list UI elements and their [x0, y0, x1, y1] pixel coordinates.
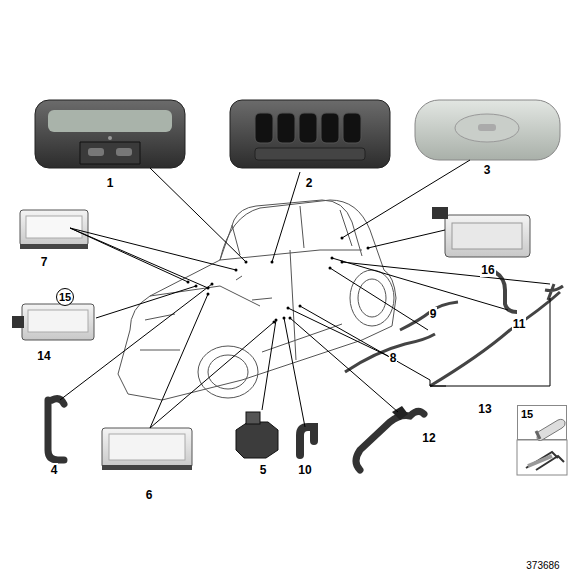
roof-lamp-3: [415, 100, 560, 160]
leader-lines: [60, 160, 550, 428]
callout-number: 13: [477, 402, 492, 416]
roof-console-1: [35, 100, 185, 168]
callout-number: 8: [389, 351, 398, 365]
callout-number: 5: [259, 463, 268, 477]
cable-11: [495, 272, 517, 312]
inset-box: 15: [517, 405, 567, 440]
switch-5: [236, 412, 278, 458]
lamp-14: [12, 304, 94, 340]
figure-number: 373686: [525, 559, 560, 573]
callout-number: 4: [50, 463, 59, 477]
callout-number: 1: [106, 176, 115, 190]
cable-13: [430, 284, 563, 386]
cable-12: [356, 411, 424, 470]
hose-10: [300, 427, 314, 455]
callout-number: 14: [36, 349, 51, 363]
callout-number: 3: [483, 163, 492, 177]
callout-number: 15: [521, 408, 533, 421]
callout-number: 16: [480, 263, 495, 277]
callout-circle: 15: [56, 288, 74, 306]
callout-number: 7: [40, 255, 49, 269]
cable-4: [48, 399, 64, 460]
inset-art: [517, 440, 567, 475]
lamp-6: [102, 428, 192, 470]
callout-number: 12: [421, 431, 436, 445]
callout-number: 10: [297, 463, 312, 477]
callout-number: 6: [145, 488, 154, 502]
callout-number: 2: [305, 176, 314, 190]
callout-number: 15: [59, 291, 71, 304]
lamp-16: [432, 207, 530, 257]
callout-number: 11: [512, 317, 527, 331]
cable-9: [400, 302, 458, 330]
roof-console-2: [230, 100, 390, 168]
callout-number: 9: [429, 307, 438, 321]
dots: [187, 237, 370, 324]
